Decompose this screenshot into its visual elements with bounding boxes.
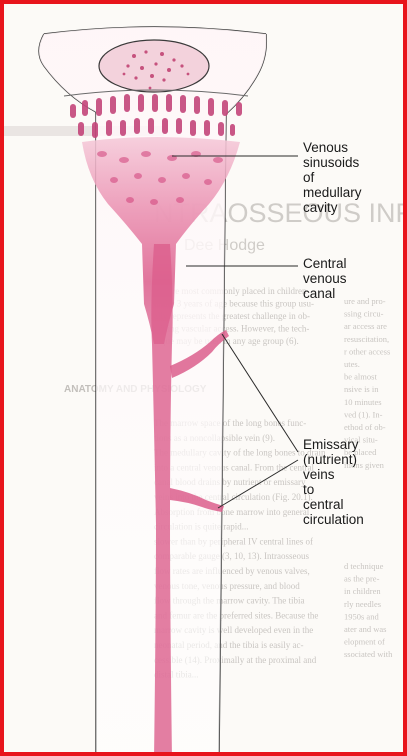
label-venous-sinusoids: Venous sinusoids of medullary cavity bbox=[303, 140, 362, 215]
epiphysis bbox=[99, 40, 209, 92]
bone-diagram bbox=[4, 4, 407, 756]
label-central-venous-canal: Central venous canal bbox=[303, 256, 347, 301]
label-emissary-veins: Emissary (nutrient) veins to central cir… bbox=[303, 437, 364, 527]
